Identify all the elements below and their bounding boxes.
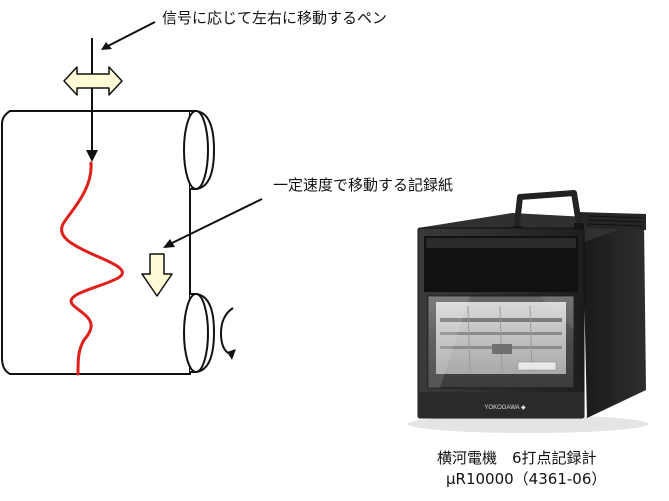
rotation-arrow-icon bbox=[219, 307, 236, 360]
bottom-roller bbox=[183, 293, 216, 373]
paper-callout-line bbox=[163, 198, 263, 248]
signal-trace bbox=[60, 161, 124, 376]
pen-stylus bbox=[86, 38, 98, 162]
device-caption-line-2: μR10000（4361-06） bbox=[446, 470, 607, 488]
device-caption-line-1: 横河電機 6打点記録計 bbox=[437, 449, 597, 467]
top-roller bbox=[183, 110, 216, 190]
pen-callout-line bbox=[101, 21, 156, 50]
device-brand-text: YOKOGAWA ◆ bbox=[484, 405, 526, 411]
pen-label: 信号に応じて左右に移動するペン bbox=[162, 9, 388, 27]
paper-label: 一定速度で移動する記録紙 bbox=[273, 176, 454, 194]
chart-paper bbox=[1, 110, 191, 375]
left-right-arrow-icon bbox=[63, 66, 123, 96]
recorder-device-photo: YOKOGAWA ◆ bbox=[408, 190, 648, 433]
down-arrow-icon bbox=[141, 253, 173, 297]
